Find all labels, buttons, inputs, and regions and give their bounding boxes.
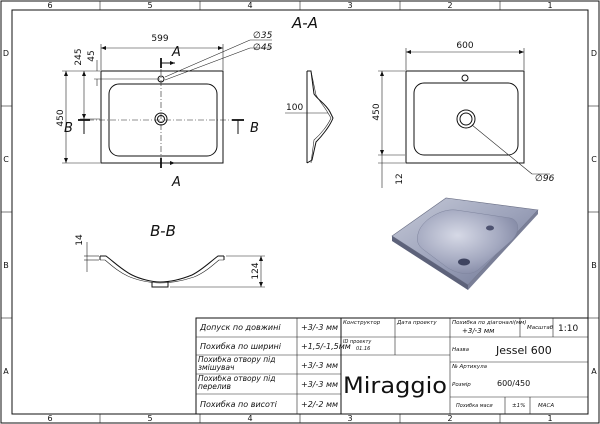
- bb-profile-inner: [100, 259, 224, 284]
- render-side-edge: [468, 210, 538, 290]
- tol-value-4: +2/-2 мм: [301, 400, 338, 409]
- dia-35-label: ∅35: [253, 31, 273, 41]
- section-bb: B-B 14 124: [75, 222, 265, 288]
- rv-leader-96: [471, 124, 533, 175]
- zone-bottom-4: 4: [247, 414, 252, 423]
- title-block: Допуск по довжині +3/-3 мм Похибка по ши…: [195, 317, 589, 415]
- bb-dim-124-label: 124: [251, 262, 261, 279]
- tol-label-2-wrap: Похибка отвору під змішувач: [198, 356, 276, 372]
- render-drain: [458, 258, 470, 266]
- rv-dim-12-label: 12: [395, 173, 405, 184]
- id-proektu-label: ID проекту: [343, 339, 372, 345]
- bb-drain: [151, 282, 169, 288]
- nazva-label: Назва: [452, 347, 470, 353]
- zone-bottom-1: 1: [547, 414, 552, 423]
- pokhybka-diagonal-label: Похибка по діагоналі(мм): [452, 320, 526, 326]
- rv-bowl-outline: [413, 82, 519, 156]
- leader-35: [164, 39, 251, 78]
- zone-bottom-2: 2: [447, 414, 452, 423]
- rv-dim-width-label: 600: [456, 41, 473, 51]
- zone-left-b: B: [3, 261, 9, 270]
- section-a-bottom: A: [171, 175, 181, 190]
- dim-45-label: 45: [87, 50, 97, 61]
- zone-bottom-3: 3: [347, 414, 352, 423]
- zone-right-b: B: [591, 261, 597, 270]
- rozmir-label: Розмір: [452, 382, 471, 388]
- section-b-right: B: [250, 121, 259, 136]
- profile-inner: [310, 70, 332, 164]
- zone-top-4: 4: [247, 1, 252, 10]
- tol-value-3: +3/-3 мм: [301, 380, 338, 389]
- tol-label-1: Похибка по ширині: [200, 342, 282, 351]
- rozmir-value: 600/450: [497, 379, 530, 388]
- right-view: 600 450 12 ∅96: [372, 41, 555, 188]
- bb-dim-14-label: 14: [75, 234, 85, 246]
- mashtab-label: Масштаб: [527, 325, 554, 331]
- rv-basin-outline: [405, 70, 525, 164]
- tol-label-4: Похибка по висоті: [200, 400, 278, 409]
- dim-height-label: 450: [56, 109, 66, 126]
- masa-label: МАСА: [538, 403, 554, 409]
- profile-outer: [306, 70, 334, 164]
- tol-label-3: Похибка отвору під перелив: [198, 375, 276, 391]
- bb-profile-outer: [100, 255, 224, 283]
- artykul-label: № Артикула: [451, 364, 488, 370]
- pokhybka-masa-label: Похибка маси: [456, 403, 493, 409]
- render-faucet-hole: [486, 225, 494, 231]
- section-bb-title: B-B: [150, 222, 176, 240]
- zone-top-1: 1: [547, 1, 552, 10]
- render-3d: [391, 197, 539, 290]
- zone-top-3: 3: [347, 1, 352, 10]
- zone-left-c: C: [3, 155, 9, 164]
- render-front-edge: [392, 236, 468, 290]
- dim-245-label: 245: [74, 48, 84, 65]
- section-aa: A-A 100: [285, 14, 334, 164]
- mashtab-value: 1:10: [558, 324, 578, 334]
- section-b-left: B: [64, 121, 73, 136]
- rv-drain-outer: [456, 109, 476, 129]
- top-view: 599 450 245 45 ∅35 ∅45 A A B: [56, 31, 273, 190]
- data-proektu-label: Дата проекту: [396, 320, 437, 326]
- id-proektu-value: 01.16: [356, 346, 370, 352]
- rv-dim-height-label: 450: [372, 103, 382, 120]
- zone-top-2: 2: [447, 1, 452, 10]
- masa-tolerance: ±1%: [512, 403, 525, 409]
- zone-right-a: A: [591, 367, 597, 376]
- dim-100-label: 100: [286, 103, 303, 113]
- section-aa-title: A-A: [291, 14, 318, 32]
- tol-label-3-wrap: Похибка отвору під перелив: [198, 375, 276, 391]
- tol-value-1: +1,5/-1,5мм: [301, 342, 351, 351]
- tol-label-0: Допуск по довжині: [199, 323, 281, 332]
- zone-right-d: D: [591, 49, 597, 58]
- zone-left-d: D: [3, 49, 9, 58]
- brand-logo: Miraggio: [343, 374, 447, 399]
- zone-bottom-6: 6: [47, 414, 52, 423]
- rv-faucet-hole: [461, 74, 469, 82]
- tol-value-0: +3/-3 мм: [301, 323, 338, 332]
- rv-dia-96-label: ∅96: [535, 174, 555, 184]
- zone-bottom-5: 5: [147, 414, 152, 423]
- dim-width-label: 599: [151, 34, 168, 44]
- konstruktor-label: Конструктор: [343, 320, 381, 326]
- dia-45-label: ∅45: [253, 43, 273, 53]
- zone-right-c: C: [591, 155, 597, 164]
- zone-left-a: A: [3, 367, 9, 376]
- rv-drain-inner: [459, 112, 473, 126]
- render-bowl: [417, 209, 518, 274]
- basin-outline: [100, 70, 224, 164]
- tol-label-2: Похибка отвору під змішувач: [198, 356, 276, 372]
- title-block-border: [195, 317, 589, 415]
- diagonal-value: +3/-3 мм: [462, 327, 495, 335]
- zone-top-5: 5: [147, 1, 152, 10]
- zone-top-6: 6: [47, 1, 52, 10]
- section-a-top: A: [171, 45, 181, 60]
- tol-value-2: +3/-3 мм: [301, 361, 338, 370]
- leader-45: [164, 47, 251, 81]
- nazva-value: Jessel 600: [495, 344, 552, 357]
